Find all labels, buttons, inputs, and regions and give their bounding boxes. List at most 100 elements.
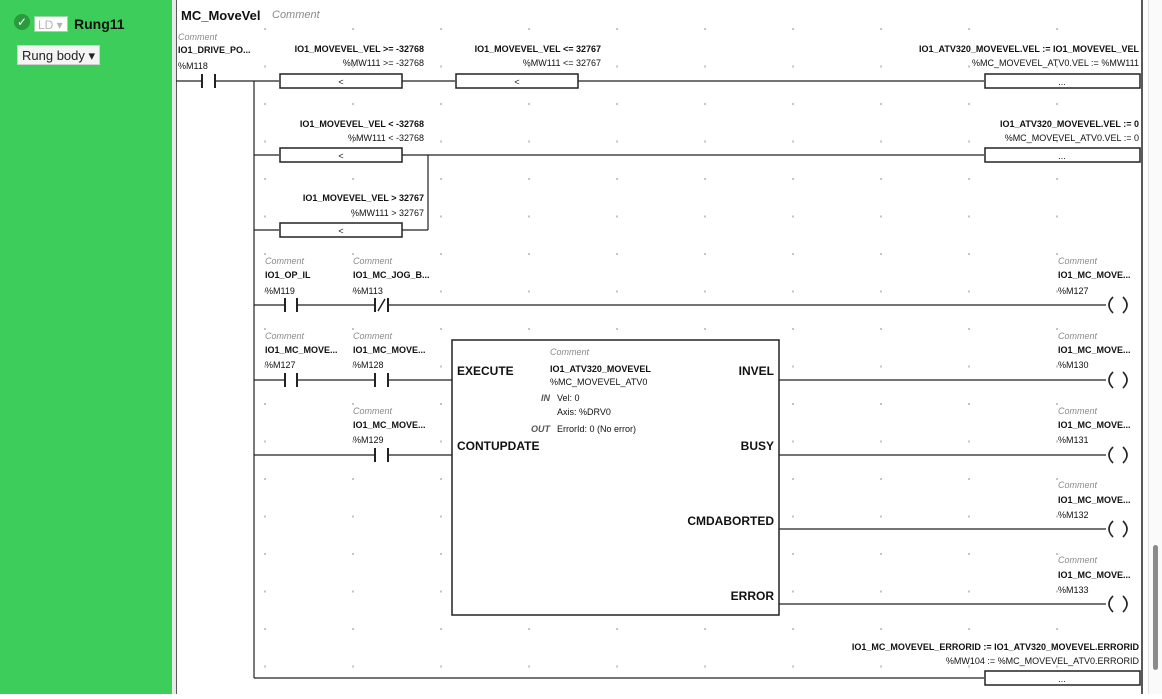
fb-param-vel: Vel: 0: [557, 393, 580, 403]
rung-body-label: Rung body: [22, 48, 85, 63]
coil-comment: Comment: [1058, 406, 1098, 416]
grid-dot: [968, 665, 970, 668]
compare-address: %MW111 >= -32768: [343, 58, 424, 68]
rung-body-dropdown[interactable]: Rung body ▾: [17, 45, 101, 65]
grid-dot: [880, 253, 882, 255]
fb-pin-execute: EXECUTE: [457, 364, 514, 378]
coil-m130[interactable]: Comment IO1_MC_MOVE... %M130: [1058, 331, 1131, 389]
grid-dot: [440, 140, 442, 143]
grid-dot: [440, 515, 442, 518]
fb-param-axis: Axis: %DRV0: [557, 407, 611, 417]
contact-m127[interactable]: Comment IO1_MC_MOVE... %M127: [265, 331, 338, 387]
grid-dot: [440, 253, 442, 255]
compare-operator: <: [514, 77, 519, 87]
fb-name: IO1_ATV320_MOVEVEL: [550, 364, 651, 374]
grid-dot: [880, 628, 882, 630]
grid-dot: [968, 478, 970, 480]
coil-address: %M131: [1058, 435, 1089, 445]
grid-dot: [792, 290, 794, 293]
grid-dot: [880, 440, 882, 443]
contact-address: %M113: [353, 286, 383, 296]
coil-label: IO1_MC_MOVE...: [1058, 420, 1131, 430]
grid-dot: [1056, 178, 1058, 180]
grid-dot: [616, 253, 618, 255]
operation-ellipsis: ...: [1058, 151, 1066, 161]
vertical-scrollbar[interactable]: [1148, 0, 1162, 694]
grid-dot: [880, 403, 882, 405]
grid-dot: [704, 103, 706, 105]
coil-m132[interactable]: Comment IO1_MC_MOVE... %M132: [1058, 480, 1131, 538]
grid-dot: [1056, 403, 1058, 405]
grid-dot: [880, 140, 882, 143]
grid-dot: [528, 290, 530, 293]
grid-dot: [616, 103, 618, 105]
grid-dot: [1056, 215, 1058, 218]
grid-dot: [616, 65, 618, 68]
grid-dot: [968, 215, 970, 218]
grid-dot: [704, 628, 706, 630]
contact-m128[interactable]: Comment IO1_MC_MOVE... %M128: [353, 331, 426, 387]
grid-dot: [352, 253, 354, 255]
grid-dot: [528, 65, 530, 68]
compare-operator: <: [338, 226, 343, 236]
contact-drive-power[interactable]: Comment IO1_DRIVE_PO... %M118: [178, 32, 251, 88]
operation-block-3[interactable]: IO1_MC_MOVEVEL_ERRORID := IO1_ATV320_MOV…: [852, 642, 1141, 686]
contact-op-il[interactable]: Comment IO1_OP_IL %M119: [265, 256, 311, 312]
grid-dot: [880, 65, 882, 68]
compare-block-1[interactable]: IO1_MOVEVEL_VEL >= -32768 %MW111 >= -327…: [279, 44, 424, 89]
grid-dot: [968, 365, 970, 368]
function-block-movevel[interactable]: Comment IO1_ATV320_MOVEVEL %MC_MOVEVEL_A…: [451, 339, 780, 616]
coil-label: IO1_MC_MOVE...: [1058, 270, 1131, 280]
grid-dot: [968, 103, 970, 105]
contact-m129[interactable]: Comment IO1_MC_MOVE... %M129: [353, 406, 426, 462]
coil-m127[interactable]: Comment IO1_MC_MOVE... %M127: [1058, 256, 1131, 314]
grid-dot: [352, 553, 354, 555]
grid-dot: [264, 440, 266, 443]
grid-dot: [1056, 103, 1058, 105]
grid-dot: [352, 328, 354, 330]
coil-m133[interactable]: Comment IO1_MC_MOVE... %M133: [1058, 555, 1131, 613]
coil-comment: Comment: [1058, 256, 1098, 266]
compare-block-4[interactable]: IO1_MOVEVEL_VEL > 32767 %MW111 > 32767 <: [279, 193, 424, 238]
coil-m131[interactable]: Comment IO1_MC_MOVE... %M131: [1058, 406, 1131, 464]
compare-block-2[interactable]: IO1_MOVEVEL_VEL <= 32767 %MW111 <= 32767…: [455, 44, 601, 89]
grid-dot: [792, 365, 794, 368]
operation-block-2[interactable]: IO1_ATV320_MOVEVEL.VEL := 0 %MC_MOVEVEL_…: [984, 119, 1141, 163]
grid-dot: [792, 515, 794, 518]
rung-comment[interactable]: Comment: [272, 9, 321, 21]
grid-dot: [264, 515, 266, 518]
fb-comment: Comment: [550, 347, 590, 357]
grid-dot: [1056, 253, 1058, 255]
grid-dot: [440, 290, 442, 293]
rung-name: Rung11: [74, 16, 125, 32]
grid-dot: [352, 215, 354, 218]
grid-dot: [1056, 65, 1058, 68]
grid-dot: [880, 328, 882, 330]
grid-dot: [616, 328, 618, 330]
scrollbar-thumb[interactable]: [1153, 545, 1158, 670]
contact-jog-negated[interactable]: Comment IO1_MC_JOG_B... %M113: [353, 256, 430, 312]
compare-block-3[interactable]: IO1_MOVEVEL_VEL < -32768 %MW111 < -32768…: [279, 119, 424, 163]
grid-dot: [968, 290, 970, 293]
coil-address: %M132: [1058, 510, 1089, 520]
grid-dot: [1056, 590, 1058, 593]
contact-comment: Comment: [178, 32, 218, 42]
grid-dot: [792, 665, 794, 668]
grid-dot: [792, 140, 794, 143]
contact-address: %M118: [178, 61, 208, 71]
language-dropdown[interactable]: LD ▾: [34, 16, 68, 32]
grid-dot: [352, 365, 354, 368]
compare-title: IO1_MOVEVEL_VEL < -32768: [300, 119, 424, 129]
grid-dot: [1056, 478, 1058, 480]
grid-dot: [968, 28, 970, 30]
grid-dot: [968, 553, 970, 555]
grid-dot: [880, 290, 882, 293]
grid-dot: [704, 28, 706, 30]
grid-dot: [352, 590, 354, 593]
grid-dot: [880, 103, 882, 105]
contact-comment: Comment: [353, 256, 393, 266]
grid-dot: [880, 590, 882, 593]
grid-dot: [792, 403, 794, 405]
operation-block-1[interactable]: IO1_ATV320_MOVEVEL.VEL := IO1_MOVEVEL_VE…: [919, 44, 1141, 89]
contact-label: IO1_MC_MOVE...: [353, 345, 426, 355]
